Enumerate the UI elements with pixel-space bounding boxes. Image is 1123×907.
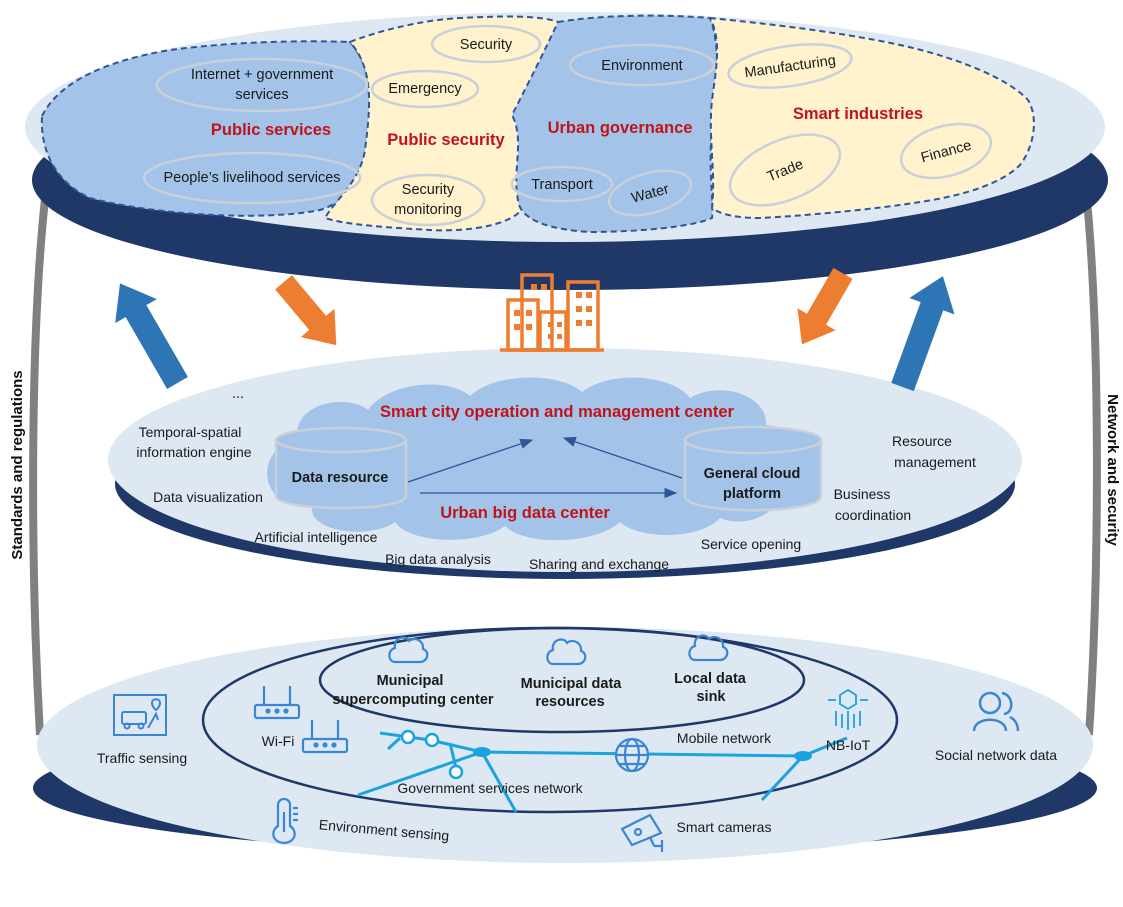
cloud-platform-line2: platform [723,486,781,502]
middle-layer [108,348,1022,579]
smart-camera-icon [620,813,664,852]
region-smart-industries [708,16,1035,220]
wifi-label: Wi-Fi [262,733,295,749]
downward-arrow-right [797,267,853,345]
domain-urban-governance: Urban governance [548,119,693,137]
left-pillar [29,189,50,736]
flow-arrow-cloud-to-center [562,436,683,479]
big-data-analysis-label: Big data analysis [385,551,491,567]
flow-arrow-data-to-center [407,438,534,483]
big-data-center-label: Urban big data center [440,504,610,522]
downward-arrow-left [275,275,337,346]
supercomputing-line1: Municipal [377,673,444,689]
cloud-icon-supercomputing [388,636,429,664]
nb-iot-icon [828,688,868,730]
local-sink-line2: sink [696,689,726,705]
nb-iot-label: NB-IoT [826,737,871,753]
item-outline-manufacturing [727,43,853,89]
supercomputing-line2: supercomputing center [332,692,493,708]
local-sink-line1: Local data [674,671,747,687]
item-internet-gov-line2: services [235,87,288,103]
municipal-data-line1: Municipal data [521,676,623,692]
mobile-network-label: Mobile network [677,730,772,746]
service-opening-label: Service opening [701,536,801,552]
upward-arrow-right [891,276,955,392]
item-outline-security [430,24,542,64]
resource-management-line2: management [894,454,976,470]
network-nodes [400,729,464,780]
right-pillar [1082,189,1101,736]
item-internet-gov-line1: Internet + government [191,67,333,83]
artificial-intelligence-label: Artificial intelligence [255,529,378,545]
region-public-security [323,15,560,232]
city-buildings-icon [500,273,604,352]
cloud-icon-local-sink [688,634,729,662]
traffic-sensing-label: Traffic sensing [97,750,187,766]
thermometer-icon [272,797,298,845]
item-outline-transport [510,165,614,203]
traffic-sensing-icon [113,694,167,736]
item-emergency: Emergency [388,81,462,97]
bottom-layer [33,627,1097,863]
right-side-label: Network and security [1104,394,1121,546]
cloud-icon-municipal-data [546,638,587,666]
upward-arrow-left [115,283,188,389]
resource-management-line1: Resource [892,433,952,449]
network-hubs [473,747,812,761]
temporal-spatial-line1: Temporal-spatial [139,424,242,440]
data-platform-ring [318,626,806,734]
sharing-exchange-label: Sharing and exchange [529,556,669,572]
domain-public-security: Public security [387,131,505,149]
municipal-data-line2: resources [535,694,604,710]
social-users-icon [972,691,1020,732]
item-outline-environment [568,43,716,87]
data-resource-label: Data resource [292,470,389,486]
globe-icon [614,737,650,773]
bottom-disc-surface [37,627,1093,863]
ellipsis-label: ... [232,386,244,402]
item-outline-finance [899,122,993,180]
gov-network-label: Government services network [397,780,583,796]
business-coordination-line2: coordination [835,507,911,523]
item-livelihood: People’s livelihood services [163,170,340,186]
city-building-windows [514,284,592,339]
left-side-label: Standards and regulations [9,370,26,559]
item-security-monitoring-line1: Security [402,182,455,198]
business-coordination-line1: Business [834,486,891,502]
cloud-platform-line1: General cloud [704,466,801,482]
item-transport: Transport [531,177,593,193]
smart-cameras-label: Smart cameras [677,819,772,835]
item-outline-trade [728,133,842,207]
wifi-router-icon-1 [253,686,301,720]
item-environment: Environment [601,58,682,74]
domain-public-services: Public services [211,121,331,139]
cloud-platform-cylinder [683,425,823,512]
item-outline-emergency [370,69,480,109]
domain-smart-industries: Smart industries [793,105,923,123]
data-resource-cylinder [274,426,408,510]
temporal-spatial-line2: information engine [136,444,251,460]
item-outline-livelihood [142,151,362,205]
wifi-router-icon-2 [301,720,349,754]
item-security-monitoring-line2: monitoring [394,202,462,218]
item-security: Security [460,37,513,53]
social-network-label: Social network data [935,747,1057,763]
center-title: Smart city operation and management cent… [380,403,735,421]
data-visualization-label: Data visualization [153,489,263,505]
item-outline-internet-gov [155,57,369,113]
top-layer [25,12,1108,290]
item-outline-water [607,169,693,217]
item-outline-security-monitoring [370,173,486,227]
